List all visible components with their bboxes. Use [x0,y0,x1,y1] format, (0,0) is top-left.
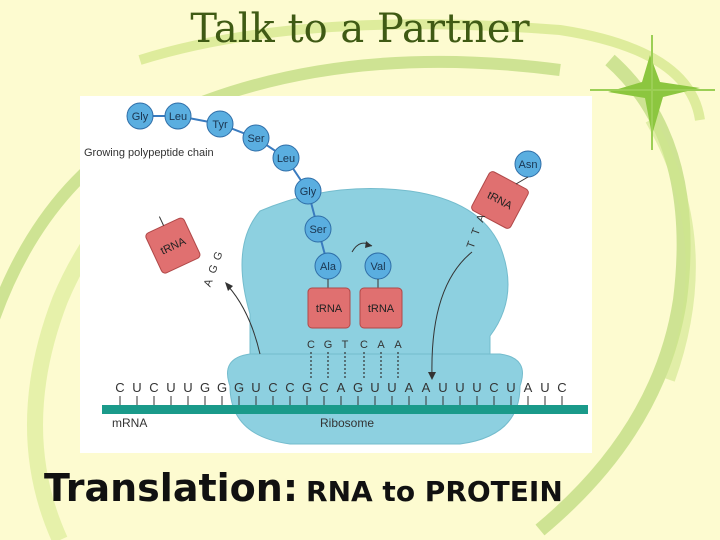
mrna-base: A [524,380,533,395]
mrna-base: C [557,380,566,395]
mrna-ticks [119,396,563,405]
mrna-base: G [234,380,244,395]
mrna-base: G [353,380,363,395]
caption-main: Translation: [44,466,299,510]
translation-diagram: C U C U U G G G U C C G C A G U U A A U … [80,96,592,453]
arriving-amino-acid-label: Asn [519,159,538,171]
mrna-base: U [438,380,447,395]
amino-acid [206,110,234,138]
slide-caption: Translation:RNA to PROTEIN [44,466,563,526]
mrna-base: U [370,380,379,395]
mrna-base: U [183,380,192,395]
mrna-base: A [337,380,346,395]
amino-acid-label: Ser [309,224,326,236]
exit-arrow [227,285,261,355]
mrna-base: U [472,380,481,395]
departing-anticodon: G [211,250,225,262]
anticodon-base: A [377,339,385,351]
mrna-base: C [489,380,498,395]
anticodon-base: A [394,339,402,351]
mrna-base: U [540,380,549,395]
departing-anticodon: A [202,277,216,289]
departing-anticodon: G [207,263,221,275]
mrna-base: C [115,380,124,395]
mrna-base: A [422,380,431,395]
mrna-strand [102,405,588,414]
amino-acid [126,102,154,130]
mrna-base: C [149,380,158,395]
polypeptide-chain [126,102,542,280]
amino-acid-label: Leu [277,153,295,165]
amino-acid-label: Leu [169,111,187,123]
amino-acid-label: Ala [320,261,337,273]
amino-acid [164,102,192,130]
trna-p-site [307,287,351,329]
chain-label: Growing polypeptide chain [84,147,214,159]
mrna-base: C [285,380,294,395]
amino-acid [242,124,270,152]
codon-pairing-dots [310,352,399,378]
mrna-base: U [132,380,141,395]
trna-label: tRNA [316,303,343,315]
amino-acid-label: Tyr [212,119,228,131]
arriving-anticodon: T [470,226,484,237]
trna-label: tRNA [368,303,395,315]
incoming-amino-acid-label: Val [370,261,385,273]
mrna-base: U [506,380,515,395]
amino-acid [304,215,332,243]
trna-a-site [359,287,403,329]
mrna-base: U [166,380,175,395]
anticodon-base: T [342,339,349,351]
slide-title: Talk to a Partner [190,6,530,52]
anticodon-base: C [307,339,315,351]
amino-acid-label: Ser [247,133,264,145]
caption-sub: RNA to PROTEIN [306,475,563,508]
anticodon-base: G [324,339,333,351]
mrna-base: G [200,380,210,395]
mrna-base: U [251,380,260,395]
amino-acid [294,177,322,205]
mrna-base: G [302,380,312,395]
amino-acid-label: Gly [132,111,149,123]
arriving-anticodon: A [474,212,488,224]
mrna-base: U [455,380,464,395]
star-icon [590,35,715,150]
mrna-base: U [387,380,396,395]
anticodon-base: C [360,339,368,351]
mrna-base: A [405,380,414,395]
mrna-label: mRNA [112,416,147,430]
arriving-anticodon: T [465,239,479,250]
ribosome-label: Ribosome [320,416,374,430]
mrna-base: G [217,380,227,395]
amino-acid-label: Gly [300,186,317,198]
mrna-base: C [319,380,328,395]
mrna-base: C [268,380,277,395]
amino-acid [272,144,300,172]
trna-arriving [471,171,529,229]
entry-arrow [431,251,473,377]
